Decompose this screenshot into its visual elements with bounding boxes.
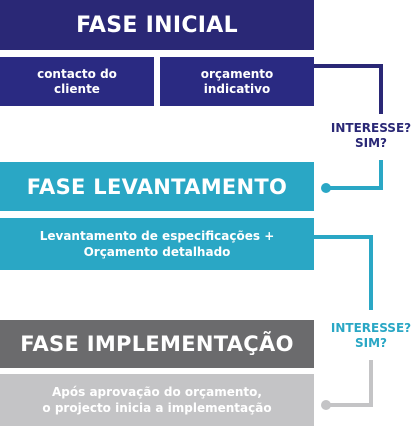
connector-2-dot [321, 400, 331, 410]
step-indicative-budget: orçamento indicativo [160, 57, 314, 106]
transition-question-1: INTERESSE? SIM? [330, 121, 412, 150]
connector-1-dot [321, 183, 331, 193]
step-implementation: Após aprovação do orçamento, o projecto … [0, 374, 314, 426]
phase-initial-title: FASE INICIAL [0, 0, 314, 50]
connector-2b [326, 360, 373, 407]
connector-2 [314, 235, 373, 310]
phase-survey-title: FASE LEVANTAMENTO [0, 162, 314, 211]
connector-1b [326, 160, 383, 190]
step-client-contact: contacto do cliente [0, 57, 154, 106]
connector-1 [314, 64, 383, 114]
transition-question-2: INTERESSE? SIM? [330, 321, 412, 350]
step-specifications: Levantamento de especificações + Orçamen… [0, 218, 314, 270]
phase-implementation-title: FASE IMPLEMENTAÇÃO [0, 320, 314, 368]
